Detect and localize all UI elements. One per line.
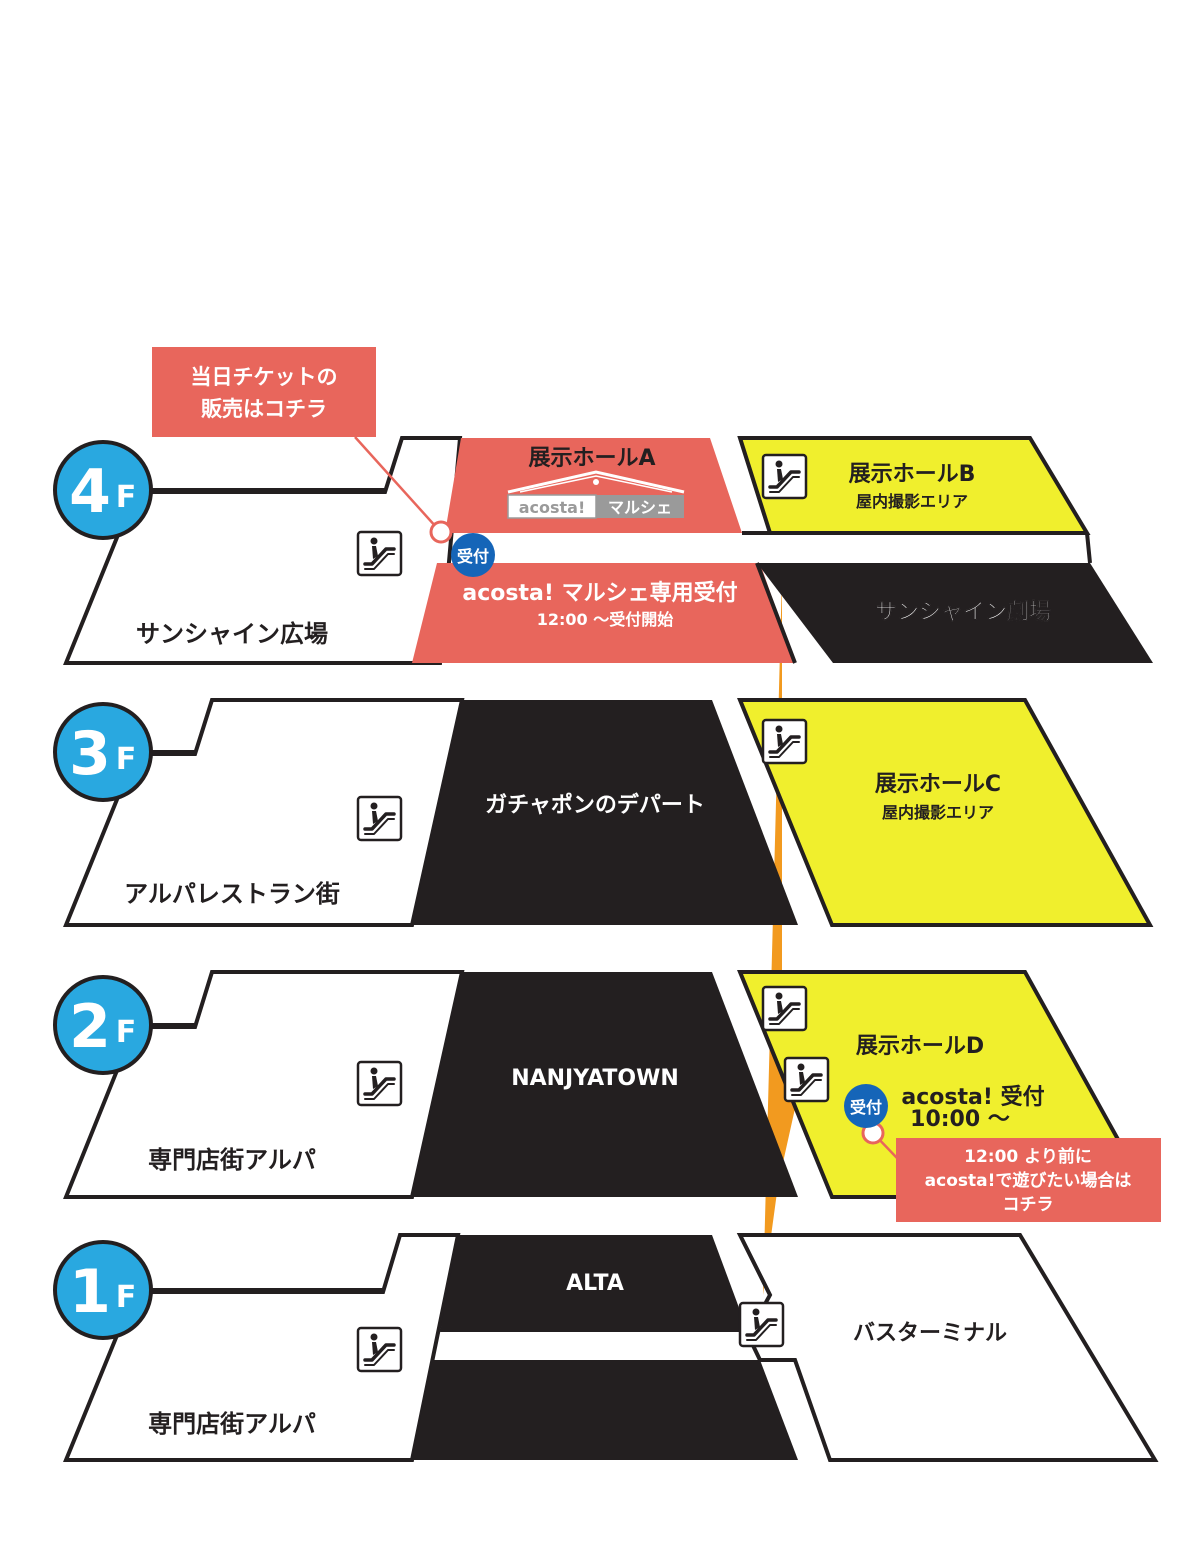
svg-text:コチラ: コチラ: [1003, 1195, 1054, 1215]
svg-text:acosta!で遊びたい場合は: acosta!で遊びたい場合は: [925, 1170, 1132, 1191]
area-alta[interactable]: [440, 1235, 748, 1332]
area-hall-c[interactable]: [737, 698, 1154, 927]
escalator-icon[interactable]: [356, 795, 403, 842]
svg-text:1: 1: [69, 1257, 111, 1327]
svg-text:4: 4: [69, 457, 111, 527]
label-alpa-1f: 専門店街アルパ: [148, 1410, 316, 1438]
svg-text:当日チケットの: 当日チケットの: [191, 365, 338, 389]
svg-text:F: F: [116, 1015, 137, 1050]
marche-logo: acosta! マルシェ: [507, 470, 685, 519]
label-hall-b-sub: 屋内撮影エリア: [856, 492, 968, 511]
escalator-icon[interactable]: [356, 1326, 403, 1373]
label-nanjyatown: NANJYATOWN: [511, 1066, 679, 1091]
svg-text:受付: 受付: [457, 547, 489, 566]
escalator-icon[interactable]: [783, 1056, 830, 1103]
area-gachapon[interactable]: [412, 700, 798, 925]
svg-text:3: 3: [69, 719, 111, 789]
area-nanjyatown[interactable]: [412, 972, 798, 1197]
svg-text:販売はコチラ: 販売はコチラ: [201, 397, 327, 421]
label-alpa-2f: 専門店街アルパ: [148, 1146, 316, 1174]
floor-1f: [63, 1233, 1159, 1462]
area-bus-terminal[interactable]: [736, 1233, 1159, 1462]
area-sunshine-theater[interactable]: [757, 563, 1153, 663]
floor-badge-4f: 4 F: [53, 440, 153, 540]
floor-badge-2f: 2 F: [53, 975, 153, 1075]
svg-text:マルシェ: マルシェ: [608, 498, 672, 517]
label-hall-c: 展示ホールC: [875, 772, 1001, 797]
escalator-icon[interactable]: [761, 453, 808, 500]
area-1f-lower-block: [412, 1360, 798, 1460]
svg-text:F: F: [116, 480, 137, 515]
floor-3f: [63, 698, 1154, 927]
label-hall-c-sub: 屋内撮影エリア: [882, 803, 994, 822]
area-marche-reception[interactable]: [412, 563, 795, 663]
escalator-icon[interactable]: [761, 985, 808, 1032]
callout-early-access: 12:00 より前に acosta!で遊びたい場合は コチラ: [896, 1138, 1161, 1222]
svg-text:acosta!: acosta!: [519, 498, 586, 517]
label-bus-terminal: バスターミナル: [853, 1321, 1007, 1346]
route-right: [763, 575, 798, 1295]
label-hall-d: 展示ホールD: [856, 1034, 984, 1059]
escalator-icon[interactable]: [356, 1060, 403, 1107]
floor-badges: 4 F 3 F 2 F 1 F: [53, 440, 153, 1340]
svg-text:F: F: [116, 742, 137, 777]
callout-ticket: 当日チケットの 販売はコチラ: [152, 347, 376, 437]
location-pin-icon: [429, 520, 453, 544]
label-alta: ALTA: [566, 1271, 624, 1296]
label-sunshine-theater: サンシャイン劇場: [875, 600, 1051, 625]
svg-text:12:00 より前に: 12:00 より前に: [964, 1146, 1092, 1167]
label-hall-a: 展示ホールA: [528, 446, 655, 471]
escalator-icon[interactable]: [738, 1301, 785, 1348]
svg-text:2: 2: [69, 992, 111, 1062]
escalator-icon[interactable]: [356, 530, 403, 577]
label-hall-b: 展示ホールB: [849, 462, 976, 487]
reception-badge-2f: 受付: [844, 1084, 888, 1128]
reception-badge-4f: 受付: [451, 533, 495, 577]
label-alpa-restaurant: アルパレストラン街: [124, 880, 340, 908]
label-marche-reception-time: 12:00 〜受付開始: [537, 610, 674, 629]
floor-badge-1f: 1 F: [53, 1240, 153, 1340]
label-acosta-reception-time: 10:00 〜: [910, 1107, 1010, 1132]
floor-badge-3f: 3 F: [53, 702, 153, 802]
label-sunshine-plaza: サンシャイン広場: [136, 620, 328, 648]
label-marche-reception: acosta! マルシェ専用受付: [462, 580, 737, 606]
label-gachapon: ガチャポンのデパート: [485, 792, 705, 818]
escalator-icon[interactable]: [761, 718, 808, 765]
escalator-route-dots: [763, 575, 798, 1295]
svg-text:F: F: [116, 1280, 137, 1315]
label-acosta-reception: acosta! 受付: [901, 1084, 1044, 1110]
svg-text:受付: 受付: [850, 1098, 882, 1117]
